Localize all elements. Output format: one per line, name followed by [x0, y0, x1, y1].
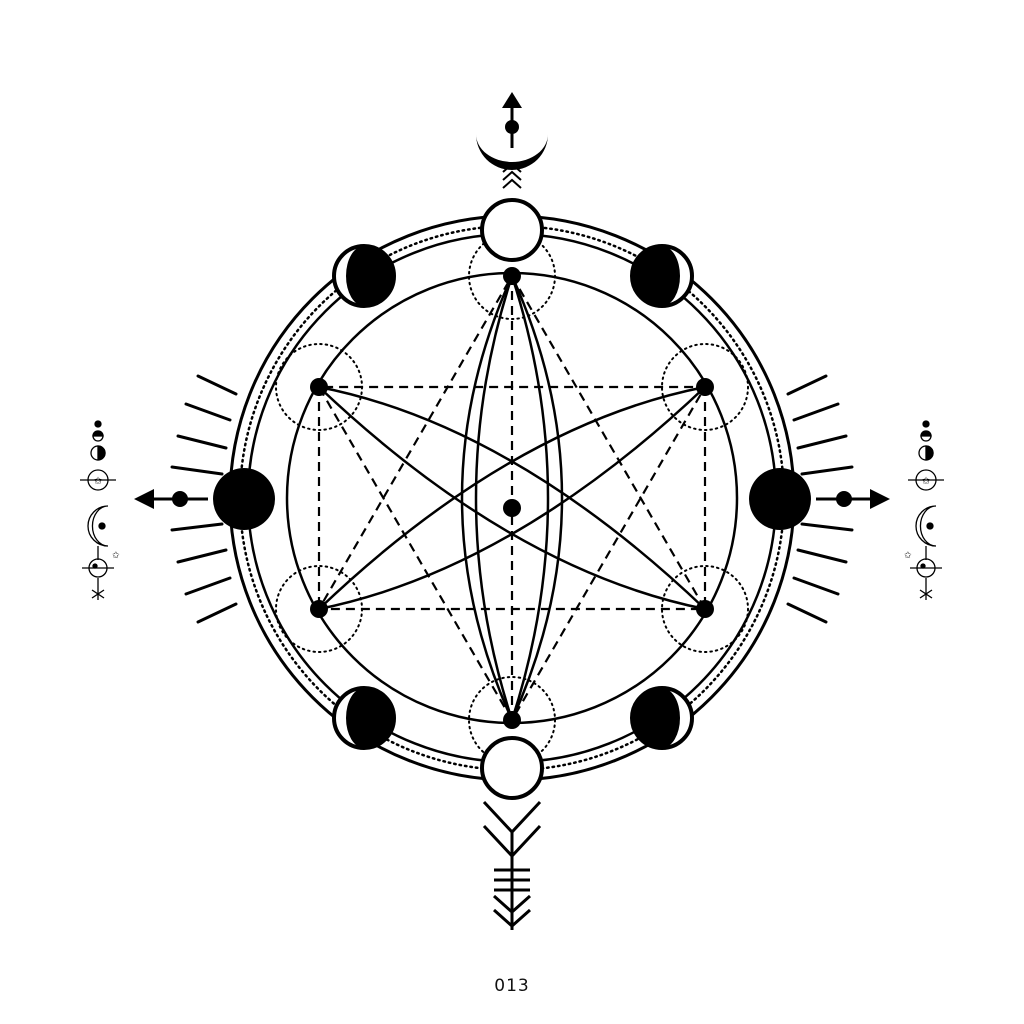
- rays-left: [170, 374, 238, 624]
- crescent-moon-arrow-icon: [476, 92, 548, 189]
- full-moon-icon: [480, 736, 544, 800]
- full-moon-icon: [480, 198, 544, 262]
- new-moon-icon: [749, 468, 811, 530]
- waning-gibbous-icon: [332, 686, 396, 750]
- rays-right: [786, 374, 854, 624]
- waxing-gibbous-icon: [630, 244, 694, 308]
- moon-phases: [213, 198, 811, 800]
- vertex-dots: [310, 267, 714, 729]
- new-moon-icon: [213, 468, 275, 530]
- left-arrow-icon: [134, 489, 208, 509]
- waning-gibbous-icon: [332, 244, 396, 308]
- right-arrow-icon: [816, 489, 890, 509]
- waxing-gibbous-icon: [630, 686, 694, 750]
- dashed-lines: [317, 273, 707, 723]
- page-number: 013: [494, 976, 530, 996]
- outer-rings: [228, 214, 796, 782]
- moon-phase-charm-icon: ✩ ✩: [904, 420, 944, 600]
- moon-phase-charm-icon: ✩ ✩: [80, 420, 120, 600]
- chevron-arrow-icon: [482, 800, 542, 930]
- svg-text:✩: ✩: [112, 551, 120, 561]
- svg-text:✩: ✩: [94, 476, 103, 487]
- svg-text:✩: ✩: [904, 551, 912, 561]
- svg-text:✩: ✩: [922, 476, 931, 487]
